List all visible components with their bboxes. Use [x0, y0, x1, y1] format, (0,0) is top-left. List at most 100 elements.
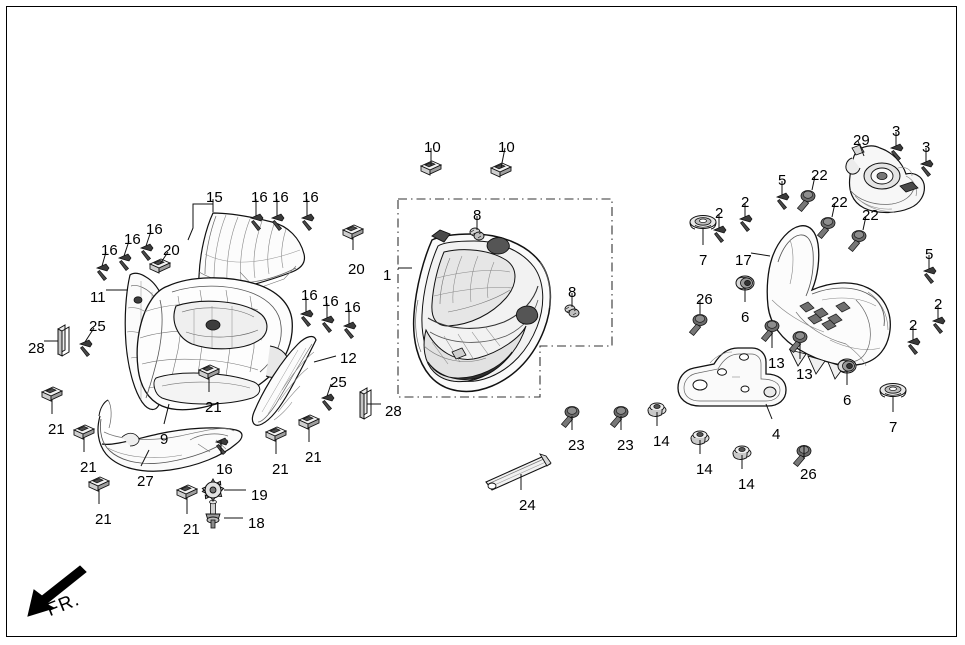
callout-number-8: 8 — [473, 207, 482, 224]
callout-number-6: 6 — [741, 309, 750, 326]
callout-number-16: 16 — [101, 242, 118, 259]
leader-line-4 — [765, 403, 773, 420]
fastener-screw-5-b — [923, 266, 937, 284]
callout-number-21: 21 — [80, 459, 97, 476]
leader-line-27 — [140, 449, 150, 467]
part-windscreen-15 — [198, 212, 306, 295]
callout-number-25: 25 — [330, 374, 347, 391]
callout-number-3: 3 — [892, 123, 901, 140]
part-clip-20-b — [342, 224, 364, 240]
callout-number-16: 16 — [124, 231, 141, 248]
fastener-screw-25-b — [321, 393, 335, 411]
callout-number-3: 3 — [922, 139, 931, 156]
callout-number-23: 23 — [617, 437, 634, 454]
callout-number-12: 12 — [340, 350, 357, 367]
leader-line-22 — [862, 215, 867, 231]
callout-number-26: 26 — [696, 291, 713, 308]
part-bushing-6-b — [837, 358, 857, 374]
fastener-screw-16-e — [118, 253, 132, 271]
fastener-star-washer-19 — [201, 478, 225, 502]
fastener-screw-16-g — [300, 309, 314, 327]
callout-number-16: 16 — [302, 189, 319, 206]
callout-number-24: 24 — [519, 497, 536, 514]
callout-number-28: 28 — [28, 340, 45, 357]
part-front-cowl-9 — [136, 277, 293, 411]
callout-number-16: 16 — [322, 293, 339, 310]
fastener-bolt-13-a — [761, 320, 780, 342]
part-stay-bracket-4 — [677, 347, 787, 407]
orientation-arrow — [27, 565, 87, 617]
callout-number-22: 22 — [831, 194, 848, 211]
callout-number-7: 7 — [889, 419, 898, 436]
leader-line-16 — [123, 240, 130, 257]
part-side-panel-right-12 — [251, 335, 317, 426]
fastener-screw-16-f — [140, 243, 154, 261]
fastener-screw-2-d — [932, 316, 946, 334]
part-clip-21-b — [73, 424, 95, 440]
fastener-bolt-22-b — [817, 217, 836, 239]
fastener-screw-25-a — [79, 339, 93, 357]
leader-line-10 — [500, 147, 506, 169]
fastener-bolt-26-a — [689, 314, 708, 336]
callout-number-22: 22 — [811, 167, 828, 184]
callout-number-25: 25 — [89, 318, 106, 335]
callout-number-14: 14 — [696, 461, 713, 478]
callout-number-21: 21 — [95, 511, 112, 528]
fastener-screw-16-c — [301, 213, 315, 231]
callout-number-22: 22 — [862, 207, 879, 224]
callout-number-14: 14 — [738, 476, 755, 493]
callout-number-10: 10 — [424, 139, 441, 156]
part-horn-bracket-29 — [845, 144, 925, 214]
callout-number-13: 13 — [768, 355, 785, 372]
callout-number-4: 4 — [772, 426, 781, 443]
callout-number-28: 28 — [385, 403, 402, 420]
callout-number-27: 27 — [137, 473, 154, 490]
callout-number-7: 7 — [699, 252, 708, 269]
part-clip-20-a — [149, 258, 171, 274]
part-clip-21-a — [41, 386, 63, 402]
part-clip-21-f — [176, 484, 198, 500]
callout-number-13: 13 — [796, 366, 813, 383]
callout-number-5: 5 — [925, 246, 934, 263]
callout-number-1: 1 — [383, 267, 392, 284]
fastener-screw-2-a — [739, 214, 753, 232]
callout-number-16: 16 — [146, 221, 163, 238]
fastener-bolt-22-a — [797, 190, 816, 212]
part-clip-21-e — [265, 426, 287, 442]
leader-line-25 — [326, 383, 332, 397]
callout-number-16: 16 — [251, 189, 268, 206]
callout-number-10: 10 — [498, 139, 515, 156]
callout-number-16: 16 — [301, 287, 318, 304]
fastener-screw-2-b — [713, 225, 727, 243]
callout-number-21: 21 — [205, 399, 222, 416]
leader-line-22 — [811, 175, 816, 191]
callout-number-16: 16 — [344, 299, 361, 316]
fastener-screw-18 — [205, 499, 221, 529]
leader-line-17 — [750, 252, 771, 257]
part-clip-21-c — [88, 476, 110, 492]
fastener-screw-5-a — [776, 192, 790, 210]
part-clip-10-b — [490, 162, 512, 178]
fastener-bolt-23-b — [610, 406, 629, 428]
fastener-screw-16-i — [343, 321, 357, 339]
callout-number-23: 23 — [568, 437, 585, 454]
fastener-screw-16-d — [96, 263, 110, 281]
part-bar-24 — [485, 453, 552, 491]
callout-number-2: 2 — [909, 317, 918, 334]
leader-line-9 — [163, 403, 170, 425]
callout-number-11: 11 — [90, 289, 106, 306]
callout-number-2: 2 — [934, 296, 943, 313]
callout-number-17: 17 — [735, 252, 752, 269]
part-grommet-8-b — [564, 304, 580, 318]
callout-number-19: 19 — [251, 487, 268, 504]
part-headlight-assembly-1 — [412, 229, 552, 393]
part-grommet-7-a — [689, 215, 717, 230]
callout-number-21: 21 — [183, 521, 200, 538]
leader-line-25 — [84, 327, 95, 343]
leader-line-12 — [313, 355, 337, 363]
callout-number-14: 14 — [653, 433, 670, 450]
callout-number-20: 20 — [163, 242, 180, 259]
callout-number-2: 2 — [715, 205, 724, 222]
fastener-screw-16-h — [321, 315, 335, 333]
